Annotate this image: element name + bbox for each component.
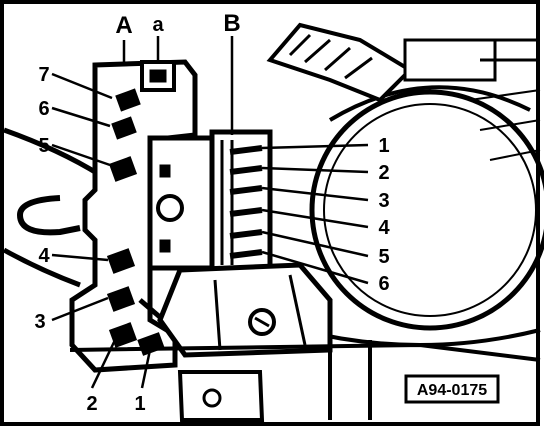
right-side-hatching bbox=[469, 89, 541, 161]
cavity-a7 bbox=[115, 88, 141, 112]
leader-b5 bbox=[261, 230, 369, 258]
leader-a4 bbox=[51, 253, 109, 262]
cavity-a4 bbox=[106, 248, 136, 274]
leader-a1 bbox=[140, 349, 152, 389]
pin-a2-label: 2 bbox=[86, 393, 97, 415]
switch-top-arc bbox=[328, 85, 531, 122]
pin-a1-label: 1 bbox=[134, 393, 145, 415]
cavity-a3 bbox=[106, 286, 136, 312]
latch-a-slot bbox=[149, 69, 167, 83]
pin-b3-label: 3 bbox=[378, 190, 389, 212]
pin-b4-label: 4 bbox=[378, 217, 390, 239]
pin-b6 bbox=[229, 249, 263, 259]
top-right-lines bbox=[480, 38, 540, 62]
pin-b5-label: 5 bbox=[378, 246, 389, 268]
pin-a3-label: 3 bbox=[34, 311, 45, 333]
figure-tag-box bbox=[404, 374, 500, 404]
pin-a5-label: 5 bbox=[38, 135, 49, 157]
figure-tag: A94-0175 bbox=[417, 382, 487, 399]
pin-b2-label: 2 bbox=[378, 162, 389, 184]
leader-a2 bbox=[90, 339, 117, 389]
leader-b6 bbox=[261, 250, 369, 285]
cable-loop bbox=[16, 195, 81, 236]
pin-a6-label: 6 bbox=[38, 98, 49, 120]
cavity-a2 bbox=[108, 322, 138, 348]
connector-b-ribs bbox=[220, 140, 234, 265]
connector-a-housing bbox=[69, 59, 198, 373]
base-plate bbox=[69, 342, 541, 422]
leader-a5 bbox=[51, 143, 111, 167]
mount-slot-top bbox=[159, 164, 171, 178]
cavity-a5 bbox=[108, 156, 138, 182]
leader-b2 bbox=[261, 166, 369, 174]
mount-hole bbox=[156, 194, 184, 222]
mount-slot-bottom bbox=[159, 239, 171, 253]
connector-b-leaders bbox=[230, 36, 369, 285]
pin-b4 bbox=[229, 207, 263, 217]
leader-a7 bbox=[51, 72, 113, 100]
pin-b1-label: 1 bbox=[378, 135, 389, 157]
screw-slot bbox=[254, 316, 270, 328]
pin-b5 bbox=[229, 229, 263, 239]
switch-ring-outer bbox=[309, 89, 544, 331]
pin-b6-label: 6 bbox=[378, 273, 389, 295]
switch-bottom-arc bbox=[299, 328, 541, 347]
base-posts bbox=[328, 340, 372, 420]
pin-a7-label: 7 bbox=[38, 64, 49, 86]
switch-ring-inner bbox=[323, 103, 537, 317]
pin-b1 bbox=[229, 145, 263, 155]
base-bolt bbox=[202, 388, 222, 408]
top-bracket bbox=[266, 22, 414, 103]
leader-b4 bbox=[261, 208, 369, 229]
connector-b-letter: B bbox=[223, 10, 240, 37]
pin-b2 bbox=[229, 165, 263, 175]
connector-b-pins bbox=[229, 145, 263, 259]
left-housing-curve-bottom bbox=[2, 247, 81, 288]
latch-a-label: a bbox=[152, 14, 164, 36]
pin-b3 bbox=[229, 185, 263, 195]
connector-a-leaders bbox=[51, 36, 160, 389]
cavity-a6 bbox=[111, 116, 137, 140]
lower-bracket-edges bbox=[213, 274, 307, 351]
top-right-housing bbox=[403, 38, 497, 82]
connector-a-letter: A bbox=[115, 12, 132, 39]
pin-a4-label: 4 bbox=[38, 245, 50, 267]
top-bracket-hatching bbox=[288, 33, 373, 80]
leader-b3 bbox=[261, 186, 369, 202]
leader-b1 bbox=[261, 143, 369, 150]
left-housing-curve-top bbox=[3, 127, 102, 178]
leader-a3 bbox=[51, 296, 109, 322]
leader-a6 bbox=[51, 106, 111, 128]
